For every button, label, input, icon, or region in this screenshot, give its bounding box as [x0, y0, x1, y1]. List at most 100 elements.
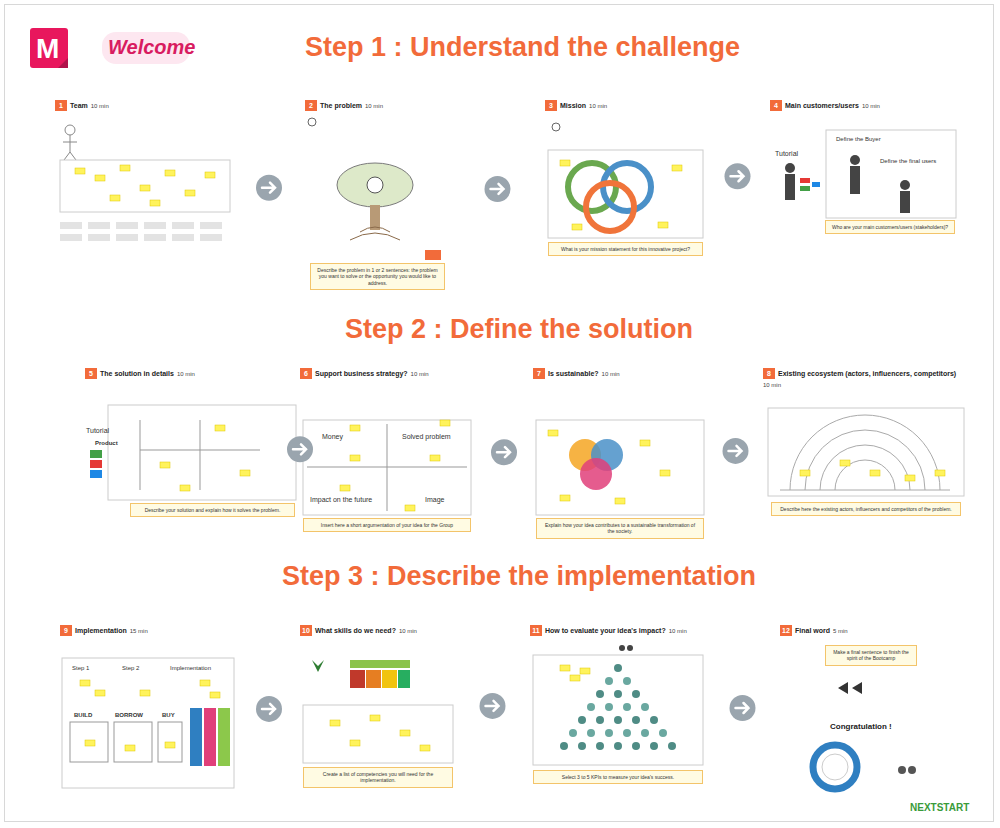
sticky-note [180, 485, 190, 491]
prompt-text: Insert here a short argumentation of you… [321, 522, 453, 528]
step-number: 6 [300, 368, 312, 379]
sticky-note [110, 195, 120, 201]
flow-arrow [480, 693, 506, 719]
card-header: 2The problem10 min [305, 100, 450, 111]
prompt-box: Make a final sentence to finish the spir… [825, 645, 917, 666]
sticky-note [440, 420, 450, 426]
prompt-text: Create a list of competencies you will n… [323, 771, 433, 783]
pyramid-dot [668, 742, 676, 750]
sticky-note [85, 740, 95, 746]
pyramid-dot [605, 703, 613, 711]
card-title: How to evaluate your idea's impact? [545, 627, 666, 634]
pyramid-dot [596, 742, 604, 750]
pyramid-dot [623, 729, 631, 737]
pyramid-dot [632, 690, 640, 698]
sticky-note [140, 690, 150, 696]
card-header: 1Team10 min [55, 100, 233, 111]
sticky-note [165, 170, 175, 176]
workshop-card: 3Mission10 minWhat is your mission state… [545, 100, 705, 265]
pyramid-dot [659, 729, 667, 737]
sticky-note [125, 745, 135, 751]
grey-block [88, 234, 110, 241]
problem-tree [308, 118, 441, 260]
board-label: Image [425, 496, 444, 503]
workshop-card: 5The solution in details10 minDescribe y… [85, 368, 300, 528]
sticky-note [615, 498, 625, 504]
pyramid-dot [641, 703, 649, 711]
pyramid-dot [560, 742, 568, 750]
strategy-quadrant [303, 420, 471, 515]
card-title: What skills do we need? [315, 627, 396, 634]
grey-block [116, 222, 138, 229]
card-title: Team [70, 102, 88, 109]
final-word-art [813, 682, 916, 789]
board-label: Money [322, 433, 343, 440]
pyramid-dot [650, 742, 658, 750]
grey-block [172, 234, 194, 241]
card-header: 7Is sustainable?10 min [533, 368, 708, 379]
pyramid-dot [623, 703, 631, 711]
grey-block [60, 222, 82, 229]
board-label: Tutorial [86, 427, 109, 434]
solution-canvas [90, 405, 296, 500]
duration: 10 min [365, 103, 383, 109]
duration: 10 min [91, 103, 109, 109]
pyramid-dot [605, 677, 613, 685]
board-label: Product [95, 440, 118, 446]
prompt-box: Describe the problem in 1 or 2 sentences… [310, 263, 445, 290]
card-title: The problem [320, 102, 362, 109]
card-title: The solution in details [100, 370, 174, 377]
pyramid-dot [632, 742, 640, 750]
mission-rings [548, 123, 703, 238]
step-number: 8 [763, 368, 775, 379]
sticky-note [75, 168, 85, 174]
pyramid-dot [623, 677, 631, 685]
flow-arrow [730, 695, 756, 721]
grey-block [172, 222, 194, 229]
sticky-note [185, 190, 195, 196]
prompt-box: Select 3 to 5 KPIs to measure your idea'… [533, 770, 703, 784]
prompt-text: Who are your main customers/users (stake… [832, 224, 948, 230]
sticky-note [405, 505, 415, 511]
skills-matrix [303, 660, 453, 763]
card-header: 5The solution in details10 min [85, 368, 300, 379]
card-title: Final word [795, 627, 830, 634]
board-label: Congratulation ! [830, 722, 892, 731]
sticky-note [580, 668, 590, 674]
sticky-note [400, 730, 410, 736]
sticky-note [330, 720, 340, 726]
sticky-note [210, 692, 220, 698]
pyramid-dot [596, 716, 604, 724]
pyramid-dot [614, 690, 622, 698]
duration: 5 min [833, 628, 848, 634]
prompt-text: Describe the problem in 1 or 2 sentences… [317, 267, 437, 286]
workshop-card: 2The problem10 minDescribe the problem i… [305, 100, 450, 291]
sticky-note [560, 665, 570, 671]
board-label: Implementation [170, 665, 211, 671]
step-number: 2 [305, 100, 317, 111]
workshop-card: 8Existing ecosystem (actors, influencers… [763, 368, 968, 528]
workshop-card: 1Team10 min [55, 100, 233, 260]
step-number: 3 [545, 100, 557, 111]
card-header: 4Main customers/users10 min [770, 100, 960, 111]
sticky-note [350, 425, 360, 431]
board-label: Solved problem [402, 433, 451, 440]
sticky-note [870, 470, 880, 476]
step-number: 7 [533, 368, 545, 379]
duration: 10 min [177, 371, 195, 377]
sticky-note [160, 462, 170, 468]
team-card-art [60, 125, 230, 212]
pyramid-dot [587, 729, 595, 737]
board-label: BORROW [115, 712, 143, 718]
sticky-note [370, 715, 380, 721]
step-number: 5 [85, 368, 97, 379]
grey-block [200, 222, 222, 229]
prompt-box: Describe your solution and explain how i… [130, 503, 295, 517]
step-number: 11 [530, 625, 542, 636]
board-label: BUY [162, 712, 175, 718]
customer-figures [785, 130, 956, 218]
workshop-card: 6Support business strategy?10 minInsert … [300, 368, 475, 533]
pyramid-dot [569, 729, 577, 737]
prompt-box: Explain how your idea contributes to a s… [536, 518, 704, 539]
